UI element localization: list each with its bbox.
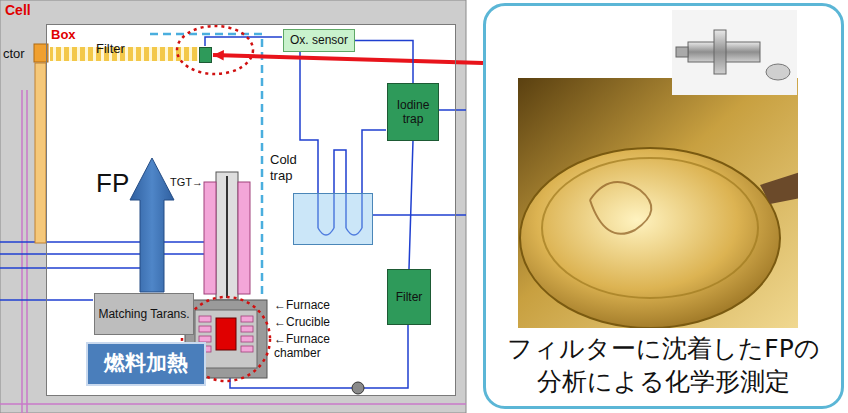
filter-element: Filter — [199, 47, 212, 63]
node-text: Cold trap — [270, 152, 310, 183]
gas-pipes — [0, 37, 466, 388]
device-photo — [672, 10, 797, 95]
cell-panel: CellBoxFilter Ox. sensorIodine trapCold t… — [0, 0, 466, 413]
callout-panel: フィルターに沈着したFPの分析による化学形測定 — [483, 3, 844, 409]
thermal-gradient-tube — [204, 172, 250, 300]
node-text: Ox. sensor — [290, 33, 348, 47]
node-text: 燃料加熱 — [104, 351, 188, 376]
flow-label: FP — [96, 168, 129, 199]
cold-trap: Cold trap — [293, 193, 373, 245]
iodine-trap: Iodine trap — [387, 83, 439, 141]
node-text: Filter — [96, 41, 125, 57]
box-enclosure: BoxFilter Ox. sensorIodine trapCold trapM… — [46, 24, 456, 396]
collector-tube — [35, 63, 46, 243]
part-name: ←Crucible — [274, 315, 330, 329]
node-text: フィルターに沈着したFPの分析による化学形測定 — [504, 333, 824, 398]
part-name: TGT→ — [170, 176, 203, 189]
part-name: ctor — [3, 46, 25, 62]
pump-symbol — [352, 382, 364, 394]
arrow-head — [213, 50, 224, 60]
node-text: Box — [51, 27, 76, 43]
node-text: Cell — [5, 2, 31, 19]
oxygen-sensor: Ox. sensor — [283, 29, 355, 52]
pipe-connector — [409, 141, 413, 269]
callout-arrow — [213, 55, 483, 63]
node-text: Matching Tarans. — [98, 307, 189, 321]
highlight-circle — [177, 26, 253, 74]
node-text: Filter — [396, 290, 423, 304]
node-text: Iodine trap — [388, 98, 438, 127]
filter-unit: Filter — [387, 269, 431, 325]
part-name: ←Furnace — [274, 298, 330, 312]
filter-photo — [518, 78, 798, 328]
matching-transformer: Matching Tarans. — [94, 293, 194, 335]
fuel-heating-box: 燃料加熱 — [86, 342, 206, 386]
callout-ground — [485, 5, 843, 408]
pipe-connector — [355, 41, 413, 84]
box-ground — [46, 24, 456, 396]
part-name: ←Furnace chamber — [274, 332, 338, 361]
fp-flow-arrow — [130, 158, 174, 292]
